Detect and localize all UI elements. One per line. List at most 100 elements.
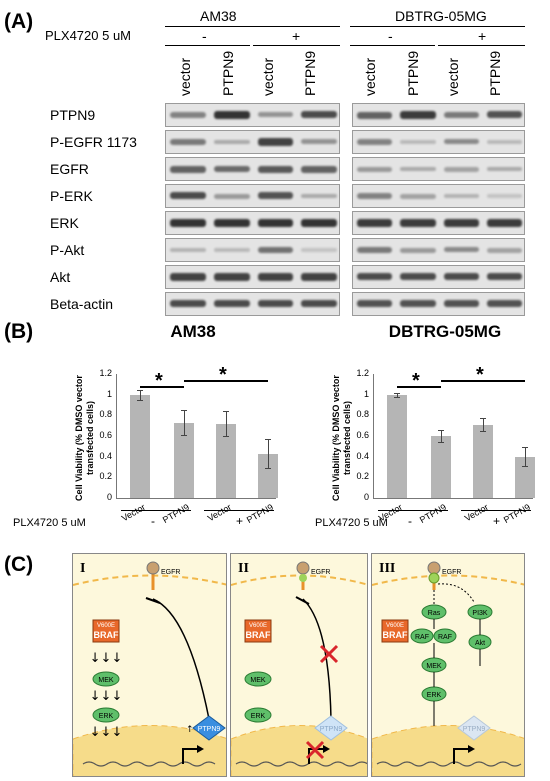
lane-label: PTPN9 bbox=[487, 50, 503, 96]
cell-line-am38: AM38 bbox=[200, 8, 237, 24]
blot-band bbox=[301, 111, 337, 118]
y-tick-label: 0 bbox=[363, 492, 369, 502]
lane-label: vector bbox=[362, 57, 378, 96]
bar bbox=[387, 394, 407, 498]
blot-band bbox=[357, 112, 393, 119]
pathway-ii-svg: EGFR V600E BRAF MEK ERK PTPN9 II bbox=[231, 561, 367, 776]
blot-band bbox=[257, 166, 294, 173]
raf-label: RAF bbox=[415, 634, 429, 641]
inhibition-bar bbox=[145, 597, 161, 604]
blot-band bbox=[357, 139, 393, 145]
ras-label: Ras bbox=[428, 610, 441, 617]
cell-line-underline bbox=[165, 26, 340, 27]
blot-band bbox=[213, 248, 250, 252]
nucleus bbox=[231, 725, 367, 776]
pathway-iii-svg: EGFR V600E BRAF Ras PI3K RAF RAF Akt MEK… bbox=[372, 561, 524, 776]
raf-node bbox=[433, 628, 457, 644]
blot-row-label: P-Akt bbox=[50, 242, 85, 258]
upregulation-arrow-icon: ↑ bbox=[186, 725, 194, 735]
mek-label: MEK bbox=[250, 677, 266, 684]
blot-row-label: P-ERK bbox=[50, 188, 93, 204]
blot-strip bbox=[165, 184, 340, 208]
blot-band bbox=[170, 166, 206, 173]
blot-band bbox=[443, 139, 479, 144]
erk-label: ERK bbox=[427, 692, 442, 699]
blot-band bbox=[170, 219, 206, 227]
blot-band bbox=[213, 111, 250, 119]
error-bar bbox=[483, 418, 484, 431]
sign: + bbox=[478, 28, 487, 44]
error-bar-cap bbox=[438, 429, 444, 431]
error-bar-cap bbox=[223, 436, 229, 437]
blot-strip bbox=[352, 130, 525, 154]
error-bar-cap bbox=[223, 411, 229, 413]
bar bbox=[431, 436, 451, 498]
arrows-erk-nucleus: ↓↓↓ bbox=[90, 725, 123, 740]
y-tick-label: 0 bbox=[106, 492, 112, 502]
blot-band bbox=[257, 247, 294, 253]
cell-line-underline bbox=[350, 26, 525, 27]
blot-strip bbox=[352, 103, 525, 127]
raf-node bbox=[410, 628, 434, 644]
braf-box bbox=[381, 619, 409, 643]
blot-band bbox=[400, 194, 436, 199]
erk-node bbox=[92, 707, 120, 723]
blot-band bbox=[301, 139, 337, 144]
significance-bracket bbox=[441, 380, 525, 383]
transcription-arrowhead bbox=[468, 745, 475, 753]
blot-strip bbox=[165, 103, 340, 127]
blot-band bbox=[486, 248, 522, 253]
error-bar-cap bbox=[137, 399, 143, 401]
error-bar-cap bbox=[480, 418, 486, 420]
blot-band bbox=[443, 194, 479, 198]
error-bar-cap bbox=[438, 442, 444, 444]
blot-strip bbox=[352, 292, 525, 316]
lane-label: vector bbox=[445, 57, 461, 96]
y-tick-label: 0.6 bbox=[99, 430, 112, 440]
panel-roman-i: I bbox=[80, 561, 85, 576]
ptpn9-label: PTPN9 bbox=[463, 726, 486, 733]
lane-label: PTPN9 bbox=[220, 50, 236, 96]
egfr-label: EGFR bbox=[442, 569, 461, 576]
blot-band bbox=[170, 112, 206, 118]
inhibition-bar bbox=[295, 596, 310, 605]
blot-strip bbox=[352, 265, 525, 289]
phospho-site bbox=[428, 572, 440, 584]
blot-band bbox=[213, 140, 250, 144]
blot-row-label: EGFR bbox=[50, 161, 89, 177]
mek-node bbox=[244, 671, 272, 687]
blot-band bbox=[301, 300, 337, 307]
y-tick-label: 1 bbox=[106, 388, 112, 399]
blot-strip bbox=[165, 292, 340, 316]
egfr-label: EGFR bbox=[311, 569, 330, 576]
block-x-icon bbox=[305, 740, 325, 760]
group-sign: + bbox=[236, 514, 244, 528]
pathway-i-svg: EGFR V600E BRAF ↓↓↓ MEK ↓↓↓ ERK ↓↓↓ PTPN… bbox=[73, 561, 226, 776]
blot-band bbox=[357, 167, 393, 172]
ptpn9-label: PTPN9 bbox=[320, 726, 343, 733]
pathway-panel-iii: EGFR V600E BRAF Ras PI3K RAF RAF Akt MEK… bbox=[371, 553, 525, 777]
mek-label: MEK bbox=[426, 663, 442, 670]
y-axis bbox=[116, 374, 117, 498]
transcription-arrowhead bbox=[323, 745, 330, 753]
panel-roman-ii: II bbox=[238, 561, 249, 576]
blot-band bbox=[357, 300, 393, 307]
blot-band bbox=[357, 193, 393, 199]
group-underline bbox=[378, 510, 448, 511]
braf-label: BRAF bbox=[246, 630, 271, 640]
egf-ligand-icon bbox=[427, 561, 441, 575]
block-x-icon bbox=[319, 644, 339, 664]
erk-node bbox=[244, 707, 272, 723]
blot-strip bbox=[165, 265, 340, 289]
blot-band bbox=[486, 194, 522, 198]
significance-bracket bbox=[140, 386, 184, 389]
inhibition-arc bbox=[302, 598, 332, 720]
blot-band bbox=[301, 166, 337, 173]
blot-band bbox=[400, 248, 436, 253]
membrane bbox=[231, 574, 367, 586]
sign: - bbox=[202, 28, 207, 44]
dna-strand bbox=[82, 761, 216, 767]
chart-title: DBTRG-05MG bbox=[388, 322, 502, 341]
blot-strip bbox=[165, 130, 340, 154]
group-underline bbox=[350, 45, 435, 46]
